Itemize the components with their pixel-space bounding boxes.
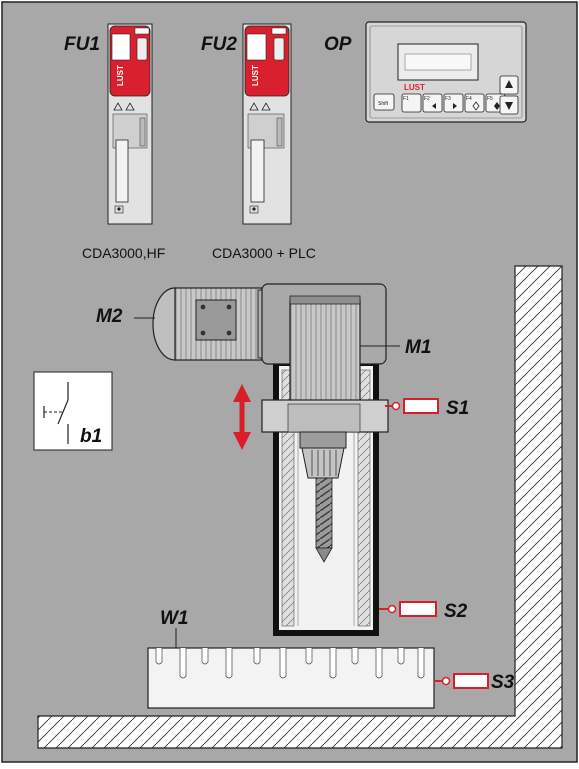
op-f4-key[interactable]	[464, 93, 485, 113]
op-diamond-icon	[472, 101, 480, 111]
motor-m1-label: M1	[405, 337, 431, 358]
op-right-arrow-icon	[453, 103, 457, 109]
sensor-s3-label: S3	[491, 672, 515, 693]
drive-fu1-caption: CDA3000,HF	[82, 245, 165, 261]
operator-panel-label: OP	[324, 34, 352, 55]
vertical-motion-arrow-icon	[233, 384, 251, 450]
op-shift-key-label: Shift	[378, 101, 389, 107]
workpiece-w1-label: W1	[160, 608, 189, 629]
drill-spindle	[299, 431, 347, 563]
op-f1-key-label: F1	[403, 96, 409, 102]
operator-panel-brand: LUST	[404, 83, 425, 92]
sensor-s1: S1	[385, 398, 469, 419]
op-left-arrow-icon	[432, 103, 436, 109]
motor-m1-body	[289, 299, 361, 407]
drive-fu1-label: FU1	[64, 34, 100, 55]
motor-m1	[261, 283, 387, 407]
sensor-s2: S2	[379, 601, 468, 622]
workpiece-w1	[147, 647, 435, 709]
operator-panel: LUST Shift F1 F2 F3 F4 F5	[365, 21, 527, 123]
op-down-arrow-icon	[505, 102, 513, 110]
wall-floor-hatched	[37, 265, 563, 749]
op-f3-key[interactable]	[443, 93, 464, 113]
drive-fu2-brand: LUST	[251, 65, 260, 86]
drive-fu2: LUST	[242, 23, 292, 225]
op-f5-key-label: F5	[487, 96, 493, 102]
motor-m2-label: M2	[96, 306, 123, 327]
sensor-s2-label: S2	[444, 601, 468, 622]
drive-fu1: LUST	[107, 23, 153, 225]
switch-b1-label: b1	[80, 426, 102, 447]
switch-b1: b1	[33, 371, 113, 451]
sensor-s3: S3	[434, 672, 515, 693]
op-enter-diamond-icon	[494, 102, 500, 110]
op-up-arrow-icon	[505, 80, 513, 88]
op-f4-key-label: F4	[466, 96, 472, 102]
op-f2-key-label: F2	[424, 96, 430, 102]
drive-fu2-label: FU2	[201, 34, 237, 55]
drive-fu1-brand: LUST	[116, 65, 125, 86]
op-f3-key-label: F3	[445, 96, 451, 102]
drill-bit	[315, 477, 333, 549]
op-f1-key[interactable]	[401, 93, 422, 113]
op-f2-key[interactable]	[422, 93, 443, 113]
workpiece-holes	[155, 648, 425, 679]
sensor-s1-label: S1	[446, 398, 469, 419]
drive-fu2-caption: CDA3000 + PLC	[212, 245, 316, 261]
op-shift-key[interactable]	[373, 93, 395, 111]
